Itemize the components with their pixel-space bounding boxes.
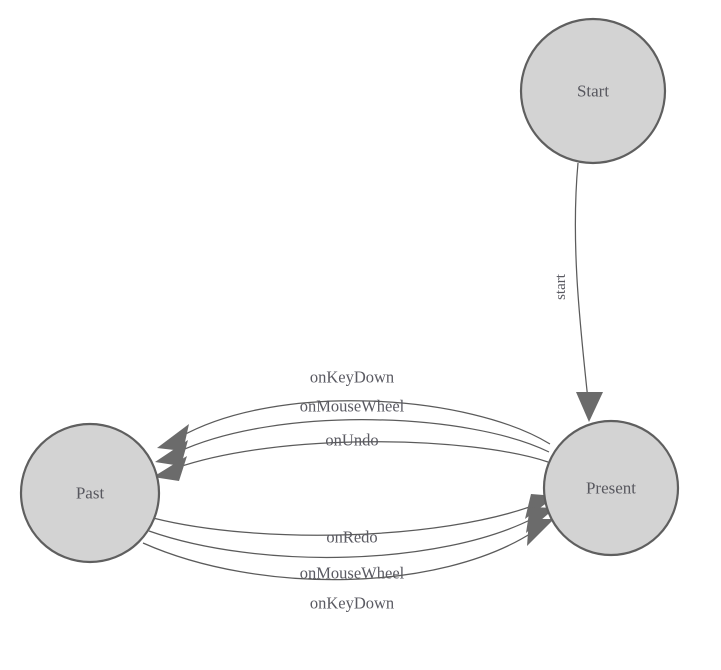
node-present[interactable]: Present [542, 419, 680, 557]
edge-start-to-present[interactable]: start [553, 162, 603, 422]
edge-label-past-to-present-onredo: onRedo [326, 528, 377, 547]
node-past-label: Past [76, 484, 105, 503]
node-past-circle [19, 422, 161, 564]
edge-start-to-present-path [574, 162, 590, 411]
edge-label-start: start [553, 273, 569, 300]
edge-past-to-present-onkeydown-path [142, 531, 534, 581]
edge-label-present-to-past-onkeydown: onKeyDown [310, 368, 394, 387]
arrowhead-past-to-present-onkeydown [527, 519, 554, 546]
node-start-label: Start [577, 82, 609, 101]
edge-present-to-past-onundo-path [175, 441, 549, 469]
node-present-label: Present [586, 479, 636, 498]
arrowhead-present-to-past-onundo [153, 456, 187, 481]
node-present-circle [542, 419, 680, 557]
edge-present-to-past-onundo[interactable]: onUndo [153, 431, 549, 482]
edge-past-to-present-onredo[interactable]: onRedo [152, 494, 556, 547]
arrowhead-present-to-past-onkeydown [157, 424, 189, 451]
edge-label-present-to-past-onmousewheel: onMouseWheel [300, 397, 405, 416]
node-start[interactable]: Start [519, 17, 667, 165]
edge-present-to-past-onkeydown-path [179, 400, 551, 445]
edge-present-to-past-onmousewheel[interactable]: onMouseWheel [155, 397, 550, 467]
edge-past-to-present-onmousewheel-path [148, 517, 535, 558]
arrowhead-present-to-past-onmousewheel [155, 440, 188, 466]
edge-label-present-to-past-onundo: onUndo [325, 431, 378, 450]
edge-past-to-present-onkeydown[interactable]: onKeyDown [142, 519, 554, 613]
node-past[interactable]: Past [19, 422, 161, 564]
edge-label-past-to-present-onkeydown: onKeyDown [310, 594, 394, 613]
edge-present-to-past-onkeydown[interactable]: onKeyDown [157, 368, 551, 452]
edge-past-to-present-onredo-path [152, 504, 536, 536]
edge-present-to-past-onmousewheel-path [177, 419, 550, 453]
node-start-circle [519, 17, 667, 165]
arrowhead-start-to-present [576, 392, 603, 422]
